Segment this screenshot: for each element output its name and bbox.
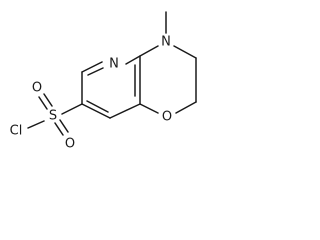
bond-n4-to-c3 [173,45,197,59]
bonds [27,11,197,136]
atom-cl: Cl [10,124,23,139]
molecule-structure: N N O S O O Cl [10,11,197,152]
bond-c8-to-c7-inner [86,100,109,113]
bond-c7-to-s [61,103,83,115]
bond-s-to-o-top-a [38,96,48,110]
atom-o-bottom: O [65,137,75,152]
bond-c4a-to-c8 [109,103,141,119]
bond-n-to-c8a [125,55,141,65]
bond-o1-to-c4a [139,103,159,114]
bond-c8a-to-n4 [139,45,159,57]
bond-s-to-cl [27,120,45,129]
bond-c6-to-n [81,61,103,73]
atom-o-ring: O [162,110,172,125]
bond-s-to-o-top-b [43,93,53,107]
bond-s-to-o-bottom-b [59,119,69,133]
atom-o-top: O [32,81,42,96]
atom-n-pyridine: N [109,57,119,72]
atom-labels: N N O S O O Cl [10,35,172,152]
atom-s: S [49,109,57,124]
bond-c8-to-c7 [81,103,111,119]
atom-n-amine: N [161,35,171,50]
bond-s-to-o-bottom-a [54,122,64,136]
molecule-canvas: N N O S O O Cl [0,0,226,166]
bond-c2-to-o1 [175,101,197,114]
bond-c6-to-n-inner [87,67,104,76]
